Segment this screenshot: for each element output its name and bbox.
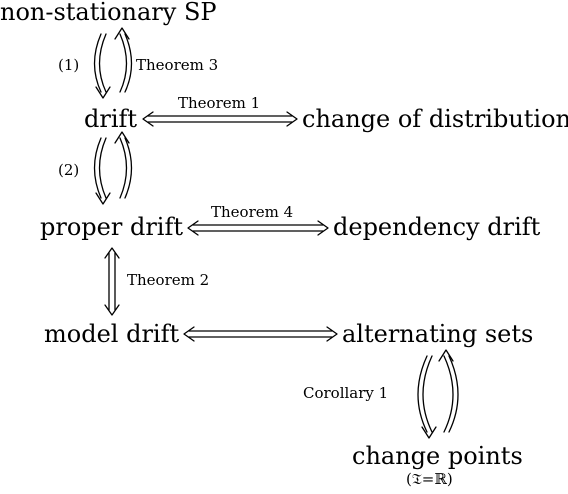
implication-arrow-alternating-to-changepoints xyxy=(417,355,437,439)
node-change-points-condition: (𝔗=ℝ) xyxy=(406,470,453,488)
node-change-points: change points xyxy=(352,442,523,470)
edge-label-proper-dependency: Theorem 4 xyxy=(211,203,294,221)
implication-arrow-drift-to-sp xyxy=(114,27,133,93)
node-proper-drift: proper drift xyxy=(40,213,183,241)
edge-label-sp-drift-forward: (1) xyxy=(58,56,80,74)
edge-label-alternating-changepoints: Corollary 1 xyxy=(303,384,389,402)
edge-label-drift-proper-forward: (2) xyxy=(58,161,80,179)
implication-arrow-sp-to-drift xyxy=(93,33,111,99)
node-alternating-sets: alternating sets xyxy=(342,320,534,348)
implication-arrow-drift-to-proper xyxy=(93,137,111,205)
equivalence-arrow-drift-distribution xyxy=(142,111,298,127)
edge-label-drift-distribution: Theorem 1 xyxy=(178,94,261,112)
implication-arrow-changepoints-to-alternating xyxy=(438,349,459,433)
implication-arrow-proper-to-drift xyxy=(114,131,133,199)
node-drift: drift xyxy=(84,105,138,133)
edge-label-sp-drift-back: Theorem 3 xyxy=(136,56,219,74)
node-non-stationary-sp: non-stationary SP xyxy=(0,0,217,26)
equivalence-arrow-model-alternating xyxy=(183,326,338,342)
node-dependency-drift: dependency drift xyxy=(333,213,541,241)
node-change-of-distribution: change of distribution xyxy=(302,105,568,133)
equivalence-arrow-proper-model xyxy=(104,247,120,316)
edge-label-proper-model: Theorem 2 xyxy=(127,271,210,289)
equivalence-arrow-proper-dependency xyxy=(187,220,329,236)
node-model-drift: model drift xyxy=(44,320,180,348)
